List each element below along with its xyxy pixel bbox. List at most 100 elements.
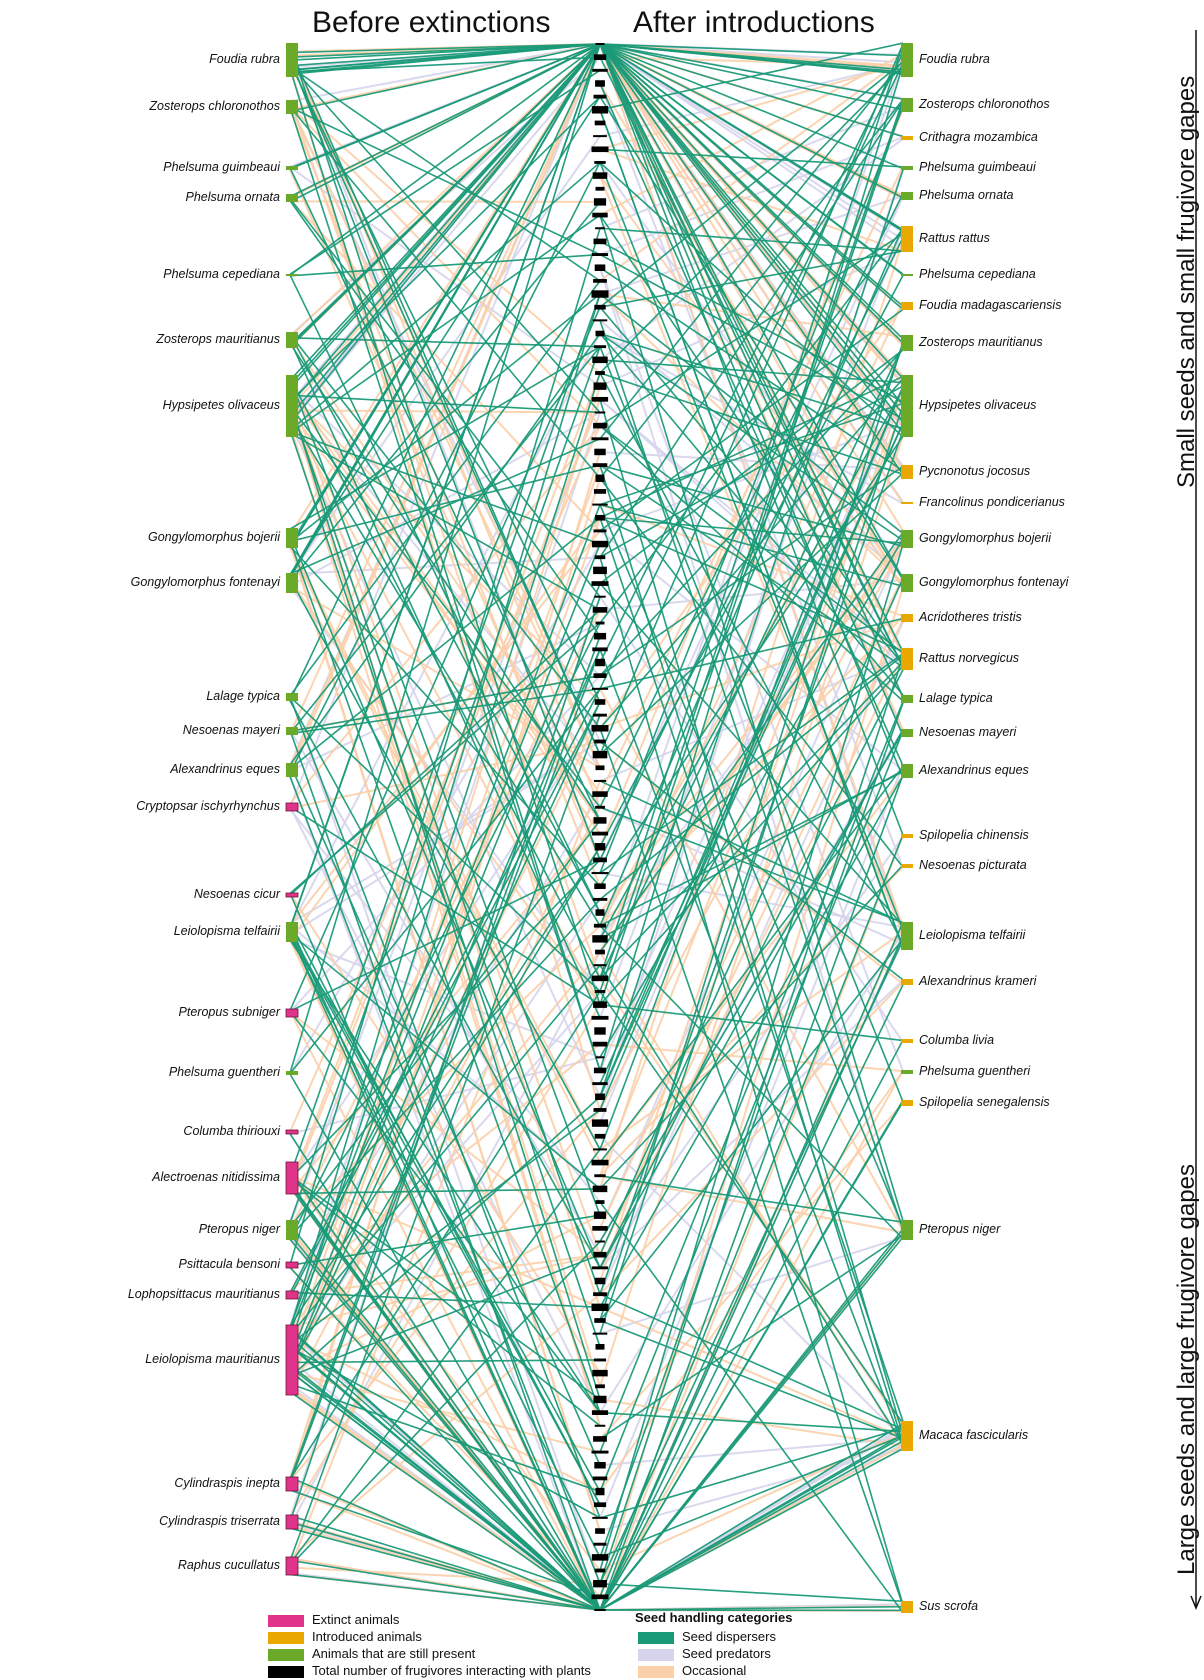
plant-node — [595, 659, 605, 666]
plant-node — [592, 647, 607, 651]
animal-node-left — [286, 763, 298, 777]
animal-node-left — [286, 1291, 298, 1299]
animal-node-right — [901, 729, 913, 737]
plant-node — [593, 1292, 607, 1296]
interaction-link — [290, 44, 600, 346]
animal-label: Foudia rubra — [919, 52, 1179, 66]
plant-node — [594, 964, 607, 966]
plant-node — [593, 858, 607, 863]
plant-node — [592, 1451, 609, 1454]
plant-node — [595, 1384, 605, 1388]
plant-node — [595, 121, 606, 126]
plant-node — [596, 331, 605, 337]
interaction-link — [290, 44, 600, 385]
animal-node-right — [901, 226, 913, 252]
animal-label: Macaca fascicularis — [919, 1428, 1179, 1442]
animal-label: Pycnonotus jocosus — [919, 464, 1179, 478]
plant-node — [595, 950, 605, 955]
animal-label: Acridotheres tristis — [919, 610, 1179, 624]
plant-node — [594, 239, 607, 245]
plant-node — [594, 1462, 605, 1469]
plant-node — [594, 449, 605, 456]
plant-node — [594, 673, 607, 678]
plant-node — [594, 1396, 607, 1403]
animal-node-left — [286, 803, 298, 811]
animal-label: Phelsuma guentheri — [919, 1064, 1179, 1078]
animal-label: Nesoenas mayeri — [20, 723, 280, 737]
animal-node-left — [286, 1130, 298, 1134]
animal-node-left — [286, 1262, 298, 1268]
animal-node-left — [286, 274, 298, 276]
animal-label: Cylindraspis triserrata — [20, 1514, 280, 1528]
plant-node — [593, 1333, 608, 1335]
animal-label: Leiolopisma telfairii — [20, 924, 280, 938]
animal-node-left — [286, 528, 298, 548]
legend-label: Seed predators — [682, 1646, 771, 1661]
animal-node-right — [901, 274, 913, 276]
plant-node — [596, 622, 605, 625]
plant-node — [592, 1594, 609, 1599]
plant-node — [592, 688, 608, 690]
animal-node-left — [286, 1477, 298, 1491]
plant-node — [592, 146, 609, 152]
animal-label: Spilopelia chinensis — [919, 828, 1179, 842]
animal-label: Nesoenas mayeri — [919, 725, 1179, 739]
plant-node — [596, 1056, 605, 1058]
animal-node-left — [286, 43, 298, 77]
plant-node — [594, 780, 606, 782]
plant-node — [595, 264, 606, 271]
plant-node — [592, 213, 607, 218]
plant-node — [593, 1477, 608, 1481]
animal-label: Pteropus niger — [20, 1222, 280, 1236]
animal-label: Crithagra mozambica — [919, 130, 1179, 144]
plant-node — [592, 1266, 608, 1269]
animal-node-right — [901, 614, 913, 622]
plant-node — [594, 633, 606, 640]
animal-label: Gongylomorphus bojerii — [919, 531, 1179, 545]
plant-node — [592, 504, 607, 506]
side-label-large-seeds: Large seeds and large frugivore gapes — [1173, 1164, 1201, 1575]
interaction-link — [290, 61, 600, 754]
plant-node — [596, 475, 605, 482]
plant-node — [592, 1082, 607, 1085]
plant-node — [595, 1569, 606, 1573]
plant-node — [593, 607, 608, 613]
title-after-introductions: After introductions — [633, 6, 875, 40]
plant-node — [594, 1108, 607, 1112]
animal-node-right — [901, 166, 913, 170]
plant-node — [593, 1042, 608, 1047]
plant-node — [593, 898, 608, 901]
animal-node-left — [286, 1009, 298, 1017]
plant-node — [593, 1436, 607, 1442]
animal-node-right — [901, 1601, 913, 1613]
animal-node-left — [286, 375, 298, 437]
plant-node — [592, 1119, 608, 1126]
legend-item-predators: Seed predators — [638, 1646, 771, 1661]
interaction-link — [600, 241, 903, 401]
plant-node — [594, 1502, 606, 1507]
plant-node — [592, 1554, 608, 1561]
plant-node — [592, 357, 607, 364]
legend-label: Total number of frugivores interacting w… — [312, 1663, 591, 1678]
plant-node — [595, 843, 606, 850]
legend-item-present: Animals that are still present — [268, 1646, 475, 1661]
plant-node — [595, 411, 606, 413]
animal-node-left — [286, 332, 298, 348]
plant-node — [592, 935, 607, 942]
plant-node — [594, 817, 607, 824]
plant-node — [592, 791, 607, 797]
plant-node — [593, 463, 608, 467]
animal-node-left — [286, 1220, 298, 1240]
animal-node-left — [286, 922, 298, 942]
animal-label: Hypsipetes olivaceus — [919, 398, 1179, 412]
animal-node-left — [286, 893, 298, 897]
plant-node — [592, 541, 608, 548]
plant-node — [592, 1410, 608, 1415]
animal-label: Zosterops mauritianus — [919, 335, 1179, 349]
plant-node — [594, 1359, 606, 1362]
animal-node-right — [901, 136, 913, 140]
legend-label: Animals that are still present — [312, 1646, 475, 1661]
animal-node-right — [901, 834, 913, 838]
interaction-link — [600, 653, 903, 873]
animal-label: Hypsipetes olivaceus — [20, 398, 280, 412]
